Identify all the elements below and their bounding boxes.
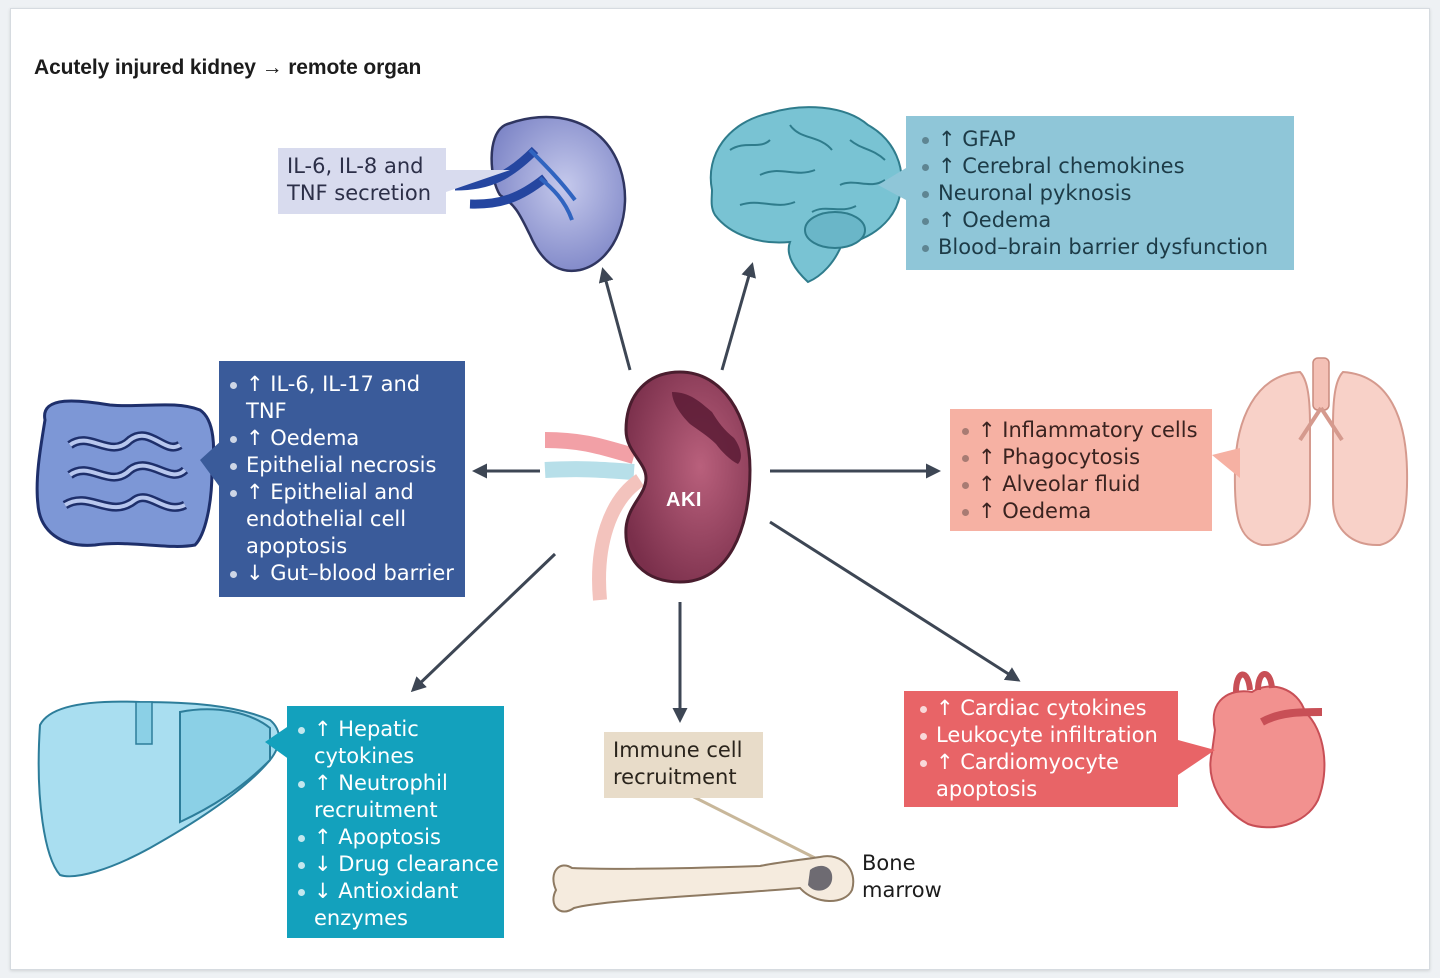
- immune-line: Immune cell: [613, 738, 743, 762]
- brain-effect-item: ↑ GFAP: [920, 126, 1284, 153]
- brain-effect-item: ↑ Cerebral chemokines: [920, 153, 1284, 180]
- heart-effect-item: ↑ Cardiac cytokines: [918, 695, 1174, 722]
- liver-illustration: [37, 700, 290, 878]
- bone-illustration: [552, 788, 855, 913]
- gut-effect-item: ↑ Epithelial and endothelial cell apopto…: [228, 479, 459, 560]
- liver-effect-item: ↑ Hepatic cytokines: [296, 716, 500, 770]
- lung-effect-item: ↑ Phagocytosis: [960, 444, 1208, 471]
- liver-effects-box: ↑ Hepatic cytokines ↑ Neutrophil recruit…: [287, 706, 504, 938]
- bone-marrow-line: Bone: [862, 851, 916, 875]
- bone-marrow-line: marrow: [862, 878, 942, 902]
- brain-effect-item: Neuronal pyknosis: [920, 180, 1284, 207]
- arrow-to-kidney: [598, 267, 632, 371]
- heart-illustration: [1178, 671, 1326, 829]
- gut-effect-item: Epithelial necrosis: [228, 452, 459, 479]
- arrow-to-heart: [769, 520, 1021, 682]
- aki-kidney-illustration: [544, 370, 752, 601]
- lung-effect-item: ↑ Inflammatory cells: [960, 417, 1208, 444]
- kidney-line: TNF secretion: [287, 181, 432, 205]
- liver-effect-item: ↓ Drug clearance: [296, 851, 500, 878]
- heart-effect-item: ↑ Cardiomyocyte apoptosis: [918, 749, 1174, 803]
- liver-effect-item: ↑ Neutrophil recruitment: [296, 770, 500, 824]
- kidney-illustration: [446, 115, 627, 273]
- lung-effect-item: ↑ Oedema: [960, 498, 1208, 525]
- lung-effect-item: ↑ Alveolar fluid: [960, 471, 1208, 498]
- liver-effect-item: ↑ Apoptosis: [296, 824, 500, 851]
- intestine-illustration: [35, 399, 222, 548]
- immune-recruitment-box: Immune cell recruitment: [604, 732, 763, 798]
- figure-title: Acutely injured kidney → remote organ: [34, 56, 422, 79]
- arrows: [410, 262, 1021, 723]
- gut-effect-item: ↑ IL-6, IL-17 and TNF: [228, 371, 459, 425]
- kidney-effects-box: IL-6, IL-8 and TNF secretion: [278, 148, 446, 214]
- arrow-to-brain: [720, 262, 756, 371]
- liver-effect-item: ↓ Antioxidant enzymes: [296, 878, 500, 932]
- brain-effect-item: ↑ Oedema: [920, 207, 1284, 234]
- kidney-line: IL-6, IL-8 and: [287, 154, 424, 178]
- gut-effect-item: ↑ Oedema: [228, 425, 459, 452]
- gut-effect-item: ↓ Gut–blood barrier: [228, 560, 459, 587]
- immune-line: recruitment: [613, 765, 737, 789]
- heart-effect-item: Leukocyte infiltration: [918, 722, 1174, 749]
- lungs-illustration: [1212, 357, 1409, 547]
- heart-effects-box: ↑ Cardiac cytokines Leukocyte infiltrati…: [904, 691, 1178, 807]
- brain-illustration: [709, 106, 906, 284]
- bone-marrow-label: Bone marrow: [862, 850, 982, 904]
- brain-effects-box: ↑ GFAP ↑ Cerebral chemokines Neuronal py…: [906, 116, 1294, 270]
- brain-effect-item: Blood–brain barrier dysfunction: [920, 234, 1284, 261]
- lung-effects-box: ↑ Inflammatory cells ↑ Phagocytosis ↑ Al…: [950, 409, 1212, 531]
- arrow-to-liver: [410, 552, 557, 693]
- gut-effects-box: ↑ IL-6, IL-17 and TNF ↑ Oedema Epithelia…: [219, 361, 465, 597]
- aki-label: AKI: [666, 489, 702, 511]
